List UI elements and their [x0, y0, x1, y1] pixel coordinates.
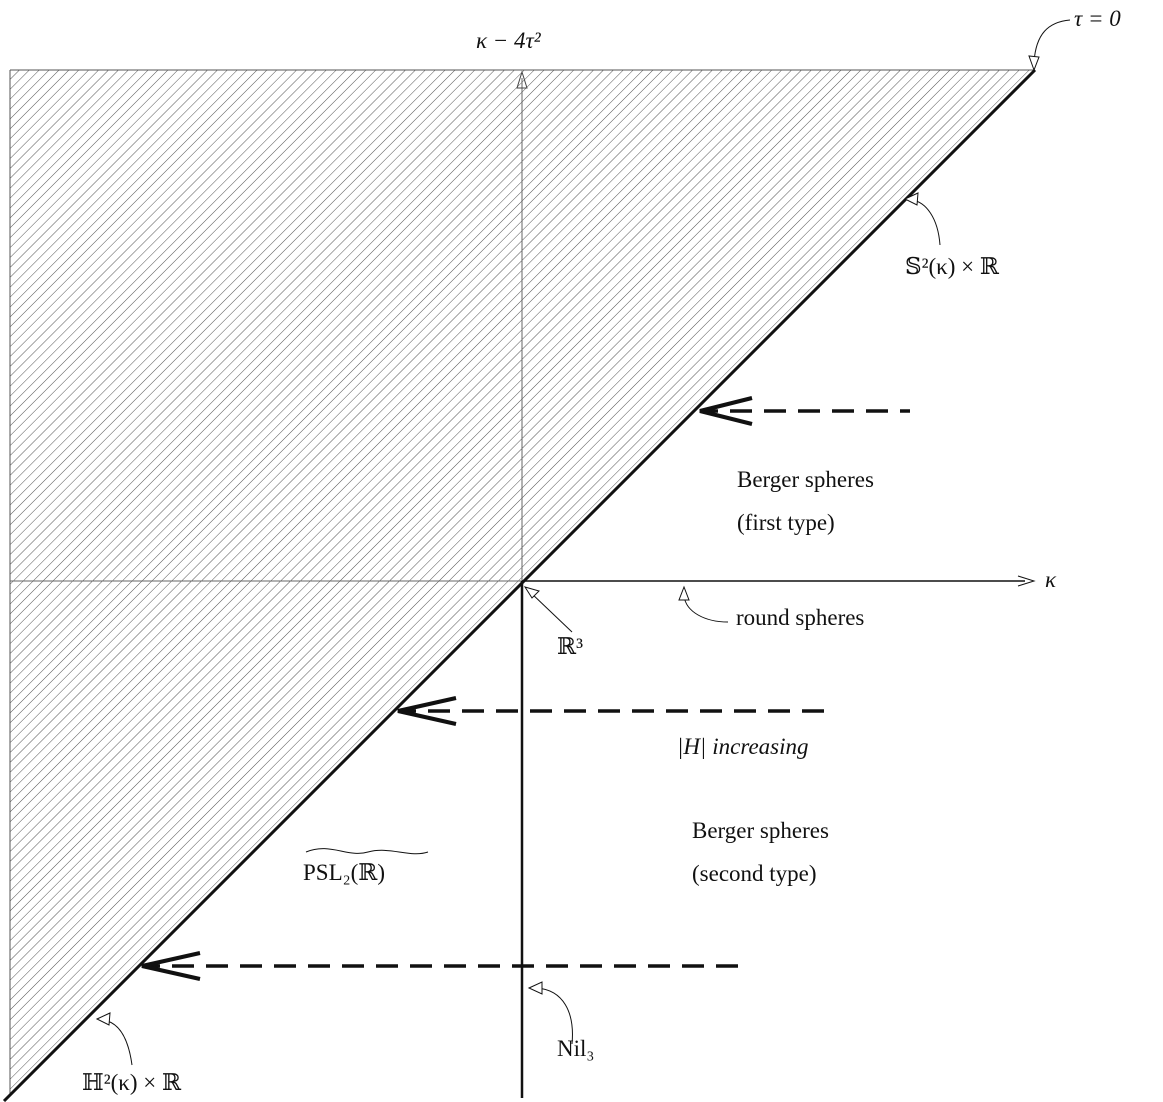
nil-pointer: [527, 981, 573, 1045]
h-increasing-label: |H|increasing: [677, 734, 809, 759]
horizontal-axis-label: κ: [1045, 567, 1057, 592]
nil-label: Nil₃: [557, 1036, 594, 1061]
tau-zero-line: [2, 68, 1037, 1102]
r3-pointer: [523, 586, 573, 633]
s2-pointer: [903, 192, 941, 246]
h2-pointer: [95, 1012, 133, 1066]
horizontal-axis-arrowhead: [1017, 575, 1036, 587]
psl-label: PSL₂(ℝ): [303, 860, 385, 885]
berger-second-line1: Berger spheres: [692, 818, 829, 843]
vertical-axis-label: κ − 4τ²: [476, 28, 542, 53]
h-abs: |H|: [677, 734, 706, 759]
berger-first-line2: (first type): [737, 510, 835, 535]
dashed-arrow-upper: [699, 396, 910, 426]
round-spheres-pointer: [678, 585, 729, 623]
psl-tilde: [305, 848, 429, 855]
increasing-word: increasing: [712, 734, 808, 759]
r3-label: ℝ³: [557, 634, 583, 659]
dashed-arrow-middle: [397, 696, 825, 726]
berger-first-line1: Berger spheres: [737, 467, 874, 492]
s2-product-label: 𝕊²(κ) × ℝ: [905, 254, 1000, 279]
vertical-axis-arrowhead: [516, 70, 528, 89]
round-spheres-label: round spheres: [736, 605, 864, 630]
dashed-arrow-lower: [141, 951, 740, 981]
tau-zero-pointer: [1028, 19, 1071, 72]
tau-zero-label: τ = 0: [1074, 6, 1121, 31]
berger-second-line2: (second type): [692, 861, 817, 886]
h2-product-label: ℍ²(κ) × ℝ: [82, 1070, 182, 1095]
